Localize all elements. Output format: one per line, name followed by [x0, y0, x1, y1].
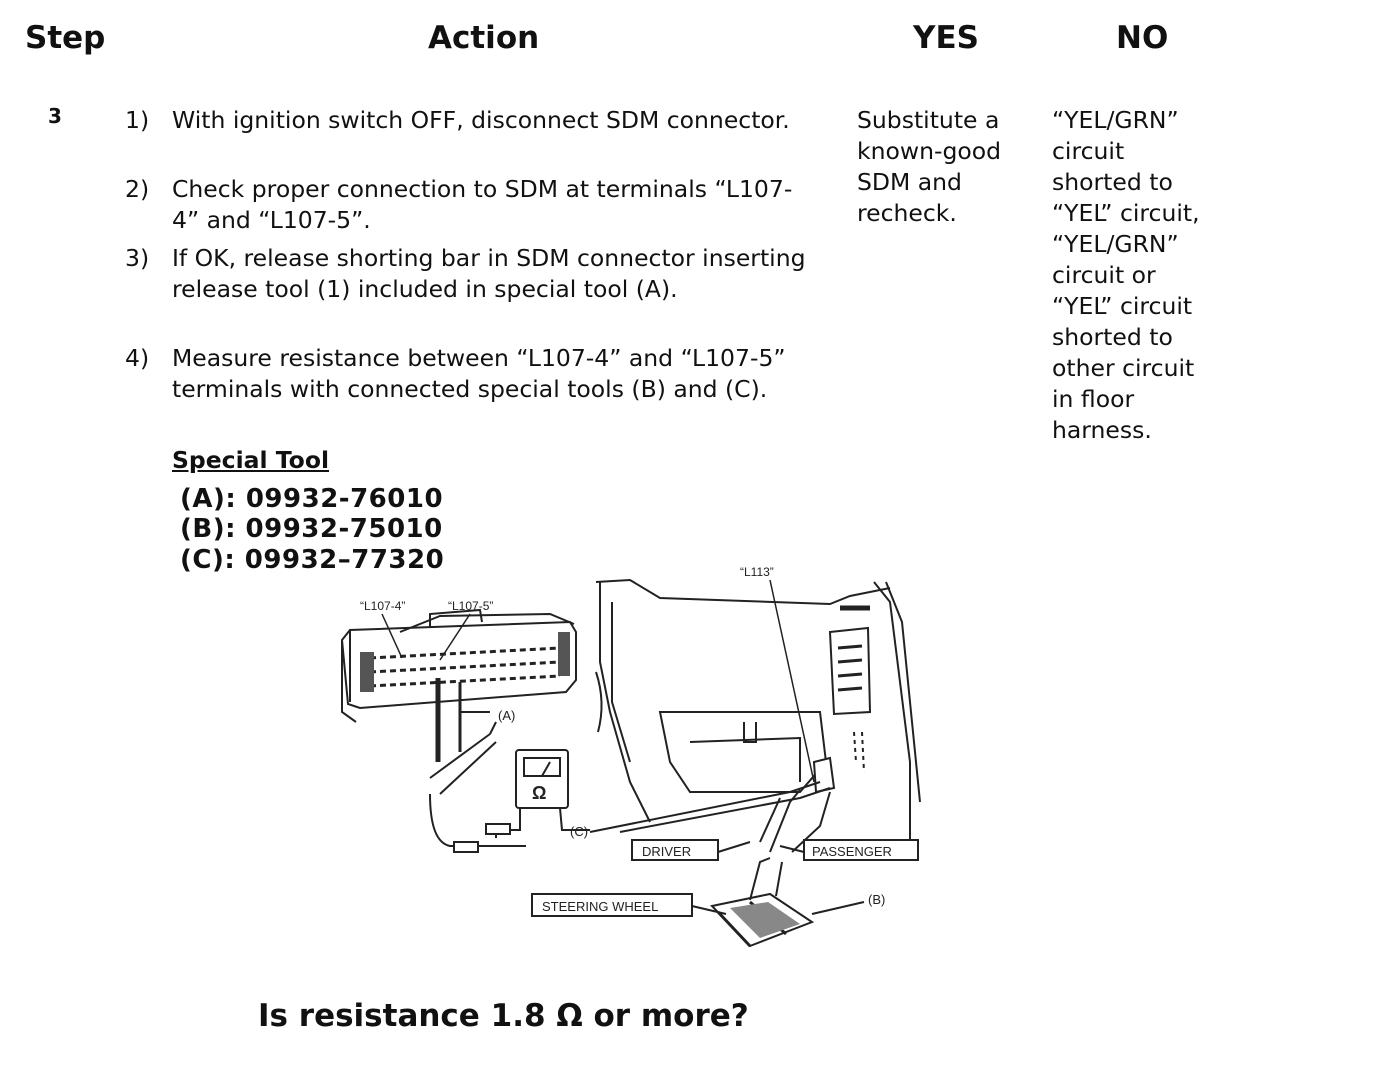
label-tool-a: (A): [498, 708, 515, 723]
yes-line: known-good: [857, 137, 1002, 165]
no-line: circuit or: [1052, 261, 1156, 289]
no-line: “YEL” circuit: [1052, 292, 1193, 320]
no-line: “YEL/GRN”: [1052, 106, 1179, 134]
action-step-2: 2) Check proper connection to SDM at ter…: [125, 174, 815, 238]
ohm-symbol-icon: Ω: [532, 783, 546, 803]
action-step-number: 4): [125, 344, 150, 372]
special-tool-title: Special Tool: [172, 446, 330, 474]
label-passenger: PASSENGER: [812, 844, 892, 859]
action-step-number: 1): [125, 106, 150, 134]
label-steering-wheel: STEERING WHEEL: [542, 899, 658, 914]
no-line: “YEL” circuit,: [1052, 199, 1200, 227]
label-driver: DRIVER: [642, 844, 691, 859]
yes-line: Substitute a: [857, 106, 1000, 134]
no-line: harness.: [1052, 416, 1152, 444]
no-line: circuit: [1052, 137, 1125, 165]
action-step-text: If OK, release shorting bar in SDM conne…: [172, 244, 806, 303]
release-tool-a: [435, 678, 490, 762]
no-line: shorted to: [1052, 323, 1173, 351]
action-step-text: Measure resistance between “L107-4” and …: [172, 344, 786, 403]
header-step: Step: [25, 20, 106, 56]
sdm-connector: [340, 608, 577, 723]
yes-column: Substitute a known-good SDM and recheck.: [857, 105, 1001, 229]
passenger-label-box: [803, 839, 919, 861]
action-step-4: 4) Measure resistance between “L107-4” a…: [125, 343, 815, 438]
header-yes: YES: [913, 20, 979, 56]
action-step-number: 2): [125, 175, 150, 203]
ohmmeter: [515, 749, 569, 809]
label-l113: “L113”: [740, 565, 774, 579]
label-tool-b: (B): [868, 892, 885, 907]
step-number: 3: [48, 104, 62, 128]
header-no: NO: [1116, 20, 1169, 56]
special-tool-b-device: [710, 857, 815, 948]
label-tool-c: (C): [570, 824, 588, 839]
yes-line: SDM and: [857, 168, 962, 196]
header-action: Action: [428, 20, 540, 56]
resistance-question: Is resistance 1.8 Ω or more?: [258, 998, 749, 1034]
no-line: other circuit: [1052, 354, 1195, 382]
label-l107-5: “L107-5”: [448, 599, 493, 613]
special-tool-b: (B): 09932-75010: [180, 514, 443, 544]
steering-wheel-label-box: [531, 893, 693, 917]
no-line: in floor: [1052, 385, 1135, 413]
no-line: “YEL/GRN”: [1052, 230, 1179, 258]
action-step-text: Check proper connection to SDM at termin…: [172, 175, 793, 234]
special-tool-c: (C): 09932–77320: [180, 545, 445, 575]
driver-label-box: [631, 839, 719, 861]
action-step-1: 1) With ignition switch OFF, disconnect …: [125, 105, 815, 169]
dashboard: [595, 578, 921, 842]
no-column: “YEL/GRN” circuit shorted to “YEL” circu…: [1052, 105, 1200, 446]
special-tool-a: (A): 09932-76010: [180, 484, 444, 514]
action-step-number: 3): [125, 244, 150, 272]
no-line: shorted to: [1052, 168, 1173, 196]
wiring-diagram: “L107-4” “L107-5” (A) Ω “L113”: [340, 565, 921, 948]
yes-line: recheck.: [857, 199, 957, 227]
action-step-text: With ignition switch OFF, disconnect SDM…: [172, 106, 790, 134]
label-l107-4: “L107-4”: [360, 599, 405, 613]
action-step-3: 3) If OK, release shorting bar in SDM co…: [125, 243, 815, 338]
